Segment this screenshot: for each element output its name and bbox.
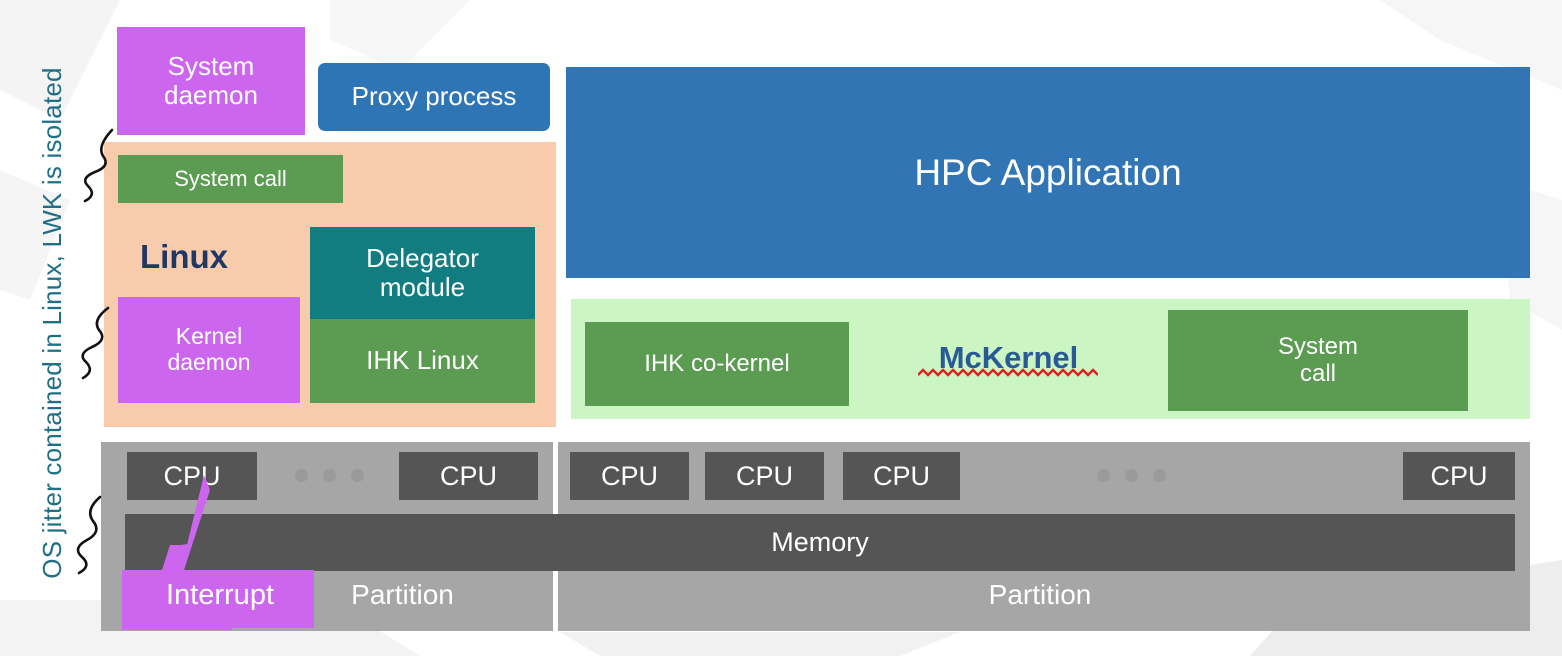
interrupt-label: Interrupt	[166, 578, 274, 611]
ihk-linux-box: IHK Linux	[310, 319, 535, 403]
dot	[1153, 469, 1166, 482]
side-caption: OS jitter contained in Linux, LWK is iso…	[36, 67, 67, 579]
hpc-application-box: HPC Application	[566, 67, 1530, 278]
mckernel-system-call-box: System call	[1168, 310, 1468, 411]
system-daemon-box: System daemon	[117, 27, 305, 135]
cpu-box: CPU	[399, 452, 538, 500]
partition-label-right: Partition	[988, 579, 1092, 610]
cpu-box: CPU	[705, 452, 824, 500]
kernel-daemon-box: Kernel daemon	[118, 297, 300, 403]
delegator-module-box: Delegator module	[310, 227, 535, 319]
dot	[351, 469, 364, 482]
memory-bar: Memory	[125, 514, 1515, 571]
mckernel-title: McKernel	[938, 340, 1079, 375]
cpu-ellipsis	[295, 469, 364, 482]
cpu-box: CPU	[570, 452, 689, 500]
ihk-cokernel-box: IHK co-kernel	[585, 322, 849, 406]
linux-title: Linux	[140, 237, 228, 275]
cpu-box: CPU	[127, 452, 257, 500]
linux-system-call-box: System call	[118, 155, 343, 203]
dot	[1097, 469, 1110, 482]
dot	[1125, 469, 1138, 482]
proxy-process-box: Proxy process	[318, 63, 550, 131]
partition-label-left: Partition	[351, 579, 454, 610]
cpu-ellipsis	[1097, 469, 1166, 482]
dot	[295, 469, 308, 482]
dot	[323, 469, 336, 482]
cpu-box: CPU	[843, 452, 960, 500]
cpu-box: CPU	[1403, 452, 1515, 500]
